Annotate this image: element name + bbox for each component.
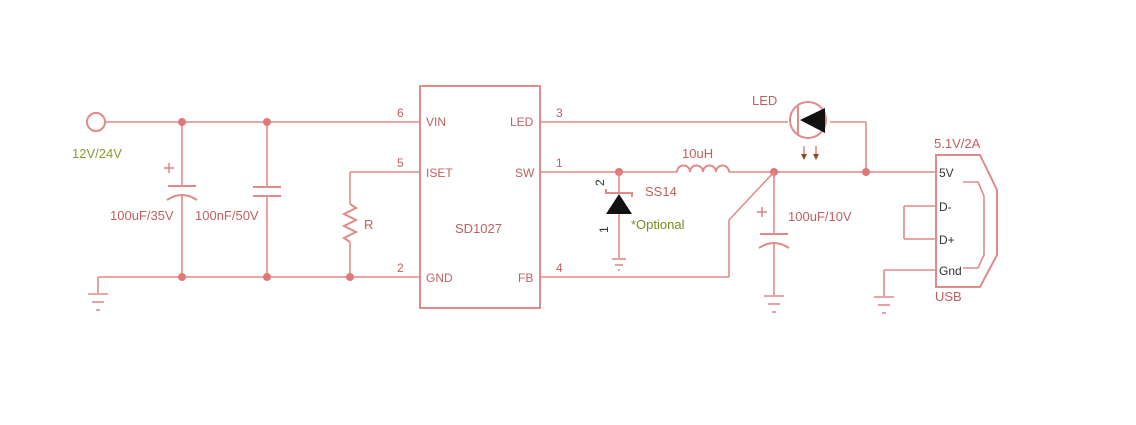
junction-dot [178,273,186,281]
iset-resistor [341,171,420,277]
ic-pin-number: 3 [556,106,563,120]
diode-pin-bottom: 1 [597,226,611,233]
usb-pin-gnd: Gnd [939,264,962,278]
ic-pin-name: SW [515,166,535,180]
output-capacitor [757,172,790,313]
junction-dot [862,168,870,176]
inductor-label: 10uH [682,146,713,161]
ic-name: SD1027 [455,221,502,236]
led-indicator [789,101,827,160]
inductor [676,164,730,173]
ic-pin-number: 4 [556,261,563,275]
ic-pin-name: VIN [426,115,446,129]
supply-terminal [86,112,106,132]
ic-pin-number: 2 [397,261,404,275]
ic-body [419,85,541,309]
ic-pin-number: 5 [397,156,404,170]
ic-pin-name: GND [426,271,453,285]
input-capacitor-electrolytic-label: 100uF/35V [110,208,174,223]
ic-pin-number: 1 [556,156,563,170]
iset-resistor-label: R [364,217,373,232]
junction-dot [263,118,271,126]
ic-pin-number: 6 [397,106,404,120]
usb-label: USB [935,289,962,304]
junction-dot [178,118,186,126]
optional-note: *Optional [631,217,685,232]
input-capacitor-electrolytic [164,122,198,277]
diode-pin-top: 2 [593,179,607,186]
usb-connector [874,154,998,314]
ic-pin-name: LED [510,115,534,129]
schottky-diode [605,172,633,271]
ic-pin-name: ISET [426,166,453,180]
usb-pin-5v: 5V [939,166,954,180]
junction-dot [346,273,354,281]
ground-symbol-input [88,293,108,311]
input-capacitor-ceramic-label: 100nF/50V [195,208,259,223]
supply-voltage-label: 12V/24V [72,146,122,161]
input-capacitor-ceramic [253,122,281,277]
led-label: LED [752,93,777,108]
usb-rating: 5.1V/2A [934,136,981,151]
junction-dot [263,273,271,281]
usb-pin-d-minus: D- [939,200,952,214]
diode-label: SS14 [645,184,677,199]
usb-pin-d-plus: D+ [939,233,955,247]
ic-pin-name: FB [518,271,533,285]
output-capacitor-label: 100uF/10V [788,209,852,224]
